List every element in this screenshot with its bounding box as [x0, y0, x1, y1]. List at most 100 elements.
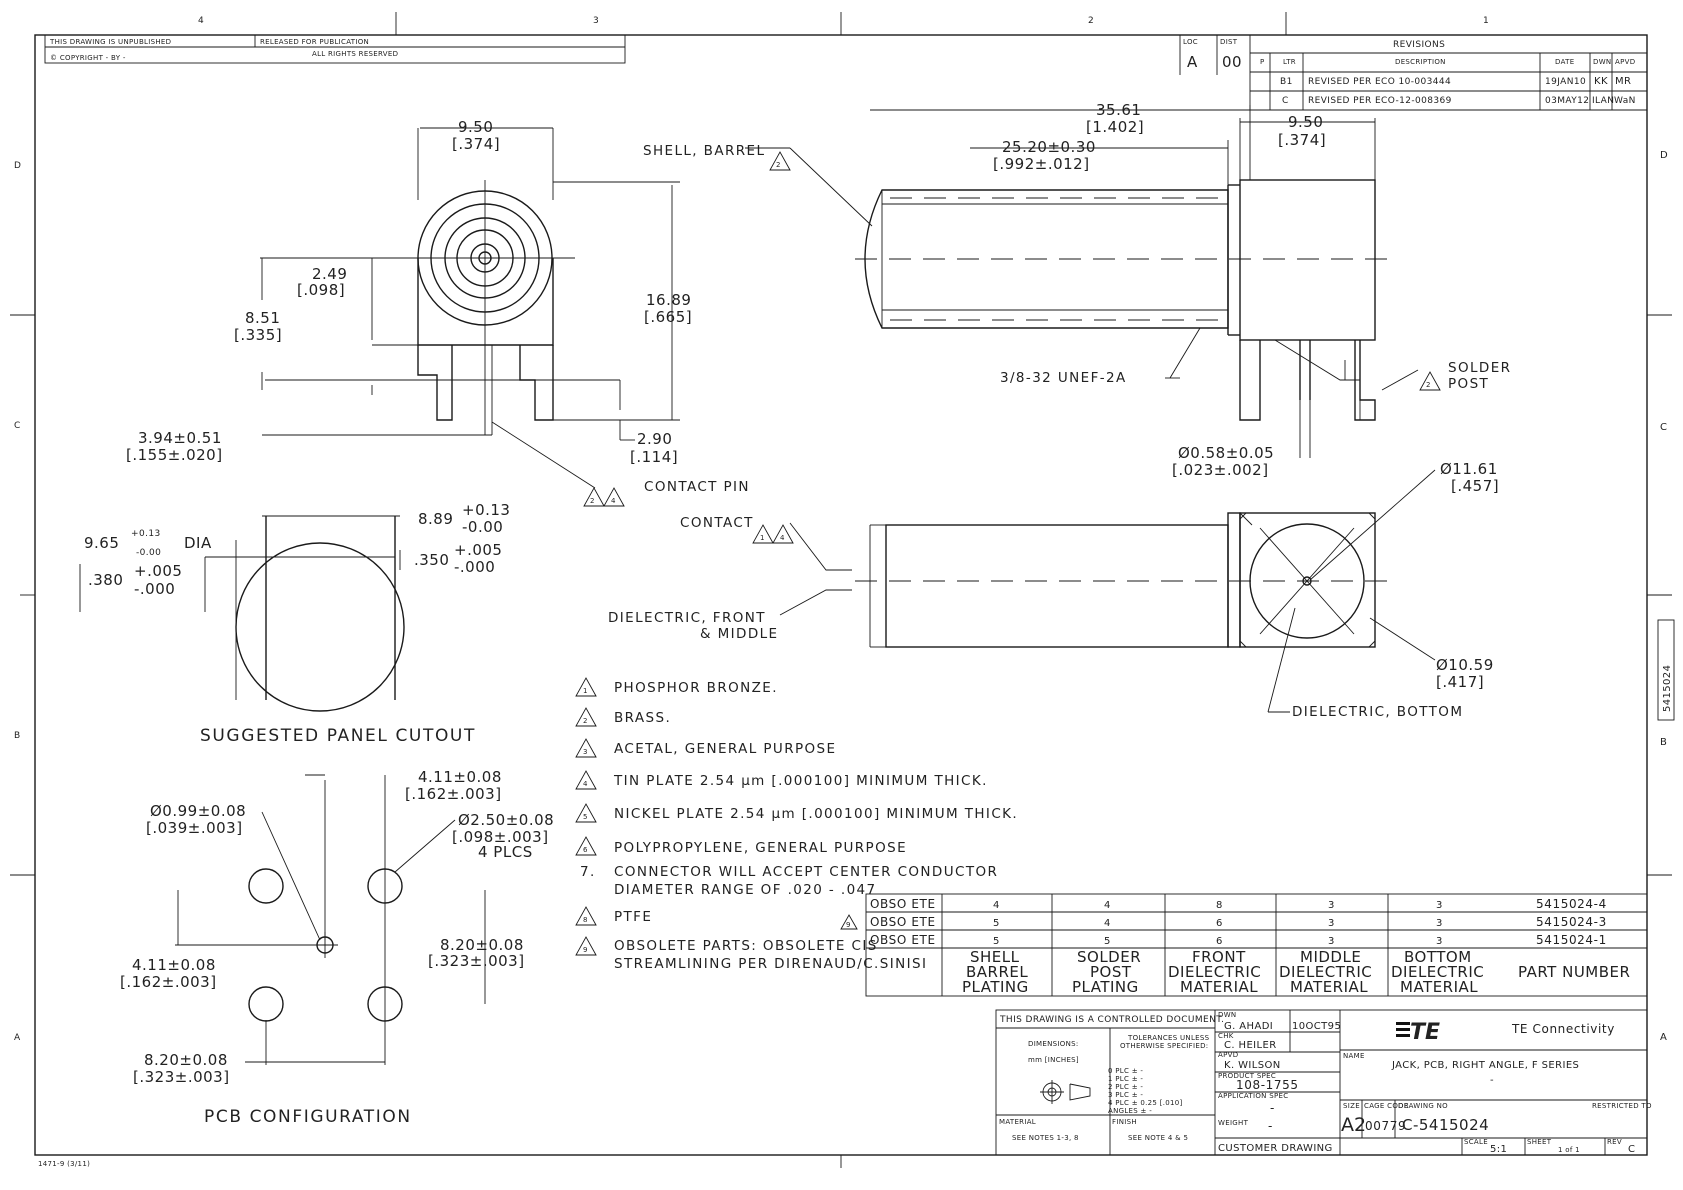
front-width-in: [.374]	[452, 135, 500, 153]
pcb-vspan-in: [.323±.003]	[428, 952, 525, 970]
height-mm: 16.89	[646, 291, 691, 309]
dist-value: 00	[1222, 53, 1242, 71]
loc-value: A	[1187, 53, 1198, 71]
thread-spec: 3/8-32 UNEF-2A	[1000, 370, 1127, 386]
cage-label: CAGE CODE	[1364, 1102, 1409, 1110]
post-dia-mm: Ø0.58±0.05	[1178, 444, 1274, 462]
tol-row-1: 1 PLC ± -	[1108, 1075, 1143, 1083]
panel-dia-label: DIA	[184, 534, 212, 552]
zone-labels: 4 3 2 1 D C B A D C B A 5415024 1471-9 (…	[14, 16, 1673, 1168]
svg-text:4: 4	[583, 780, 588, 788]
overall-length-in: [1.402]	[1086, 118, 1144, 136]
scale-value: 5:1	[1490, 1144, 1507, 1155]
dielectric-front-label-1: DIELECTRIC, FRONT	[608, 610, 766, 626]
inner-dia-mm: Ø10.59	[1436, 656, 1494, 674]
pcb-top-offset-in: [.162±.003]	[405, 785, 502, 803]
panel-dia-in: .380	[88, 571, 123, 589]
rev-row-2-apvd: WaN	[1614, 96, 1636, 106]
rev-row-1-dwn: KK	[1594, 76, 1608, 87]
header-bottom-2: DIELECTRIC	[1391, 963, 1484, 981]
overall-length-mm: 35.61	[1096, 101, 1141, 119]
header-middle-3: MATERIAL	[1290, 978, 1368, 996]
rights-note: ALL RIGHTS RESERVED	[312, 50, 398, 58]
dielectric-front-label-2: & MIDDLE	[700, 626, 779, 642]
row-3-post: 5	[1104, 936, 1111, 947]
post-dia-in: [.023±.002]	[1172, 461, 1269, 479]
pcb-top-offset-mm: 4.11±0.08	[418, 768, 502, 786]
header-front-3: MATERIAL	[1180, 978, 1258, 996]
rev-row-2-date: 03MAY12	[1545, 96, 1589, 106]
pin-length-in: [.155±.020]	[126, 446, 223, 464]
projection-symbol-icon	[1040, 1080, 1091, 1104]
dimensions-label: DIMENSIONS:	[1028, 1040, 1079, 1048]
svg-text:3: 3	[583, 748, 588, 756]
note-3: ACETAL, GENERAL PURPOSE	[614, 741, 836, 757]
te-logo-icon: TE	[1396, 1020, 1440, 1045]
dwg-label: DRAWING NO	[1398, 1102, 1448, 1110]
row-2-part: 5415024-3	[1536, 915, 1607, 929]
note-9-line-2: STREAMLINING PER DIRENAUD/C.SINISI	[614, 956, 927, 972]
finish-label: FINISH	[1112, 1118, 1137, 1126]
contact-label: CONTACT	[680, 515, 754, 531]
svg-text:5: 5	[583, 813, 588, 821]
row-1-status: OBSO ETE	[870, 897, 936, 911]
note-7-line-2: DIAMETER RANGE OF .020 - .047	[614, 882, 877, 898]
note-7: CONNECTOR WILL ACCEPT CENTER CONDUCTOR	[614, 864, 998, 880]
row-3-bottom: 3	[1436, 936, 1443, 947]
dist-label: DIST	[1220, 38, 1238, 46]
inner-dia-in: [.417]	[1436, 673, 1484, 691]
panel-flat-minus: -0.00	[462, 518, 503, 536]
standoff-in: [.114]	[630, 448, 678, 466]
application-spec-label: APPLICATION SPEC	[1218, 1092, 1288, 1100]
row-1-post: 4	[1104, 900, 1111, 911]
apvd-rev-label: APVD	[1615, 58, 1635, 66]
contact-pin-label: CONTACT PIN	[644, 479, 750, 495]
leg-height-mm: 8.51	[245, 309, 280, 327]
pcb-post-hole-mm: Ø2.50±0.08	[458, 811, 554, 829]
pcb-vspan-mm: 8.20±0.08	[440, 936, 524, 954]
header-middle-2: DIELECTRIC	[1279, 963, 1372, 981]
rev-value: C	[1628, 1144, 1635, 1155]
ltr-label: LTR	[1283, 58, 1296, 66]
tol-row-5: ANGLES ± -	[1108, 1107, 1152, 1115]
dimensions-value: mm [INCHES]	[1028, 1056, 1079, 1064]
dwn-rev-label: DWN	[1593, 58, 1611, 66]
svg-text:4: 4	[780, 534, 785, 542]
pcb-pin-hole-mm: Ø0.99±0.08	[150, 802, 246, 820]
note-8: PTFE	[614, 909, 652, 925]
material-value: SEE NOTES 1-3, 8	[1012, 1134, 1079, 1142]
row-1-part: 5415024-4	[1536, 897, 1607, 911]
tol-row-0: 0 PLC ± -	[1108, 1067, 1143, 1075]
svg-text:2: 2	[583, 717, 588, 725]
name-label: NAME	[1343, 1052, 1365, 1060]
flange-width-in: [.374]	[1278, 131, 1326, 149]
panel-flat-mm: 8.89	[418, 510, 453, 528]
panel-dia-in-plus: +.005	[134, 562, 182, 580]
rev-row-1-ltr: B1	[1280, 77, 1293, 87]
row-3-shell: 5	[993, 936, 1000, 947]
header-bottom-3: MATERIAL	[1400, 978, 1478, 996]
customer-drawing: CUSTOMER DRAWING	[1218, 1143, 1333, 1154]
pin-offset-mm: 2.49	[312, 265, 347, 283]
shell-barrel-label: SHELL, BARREL	[643, 143, 765, 159]
desc-label: DESCRIPTION	[1395, 58, 1446, 66]
appvd-label: APVD	[1218, 1051, 1238, 1059]
svg-text:4: 4	[611, 497, 616, 505]
rev-row-2-desc: REVISED PER ECO-12-008369	[1308, 96, 1452, 106]
panel-dia-minus: -0.00	[136, 548, 161, 558]
p-label: P	[1260, 58, 1265, 66]
cage-value: 00779	[1365, 1119, 1406, 1133]
row-2-front: 6	[1216, 918, 1223, 929]
panel-cutout-title: SUGGESTED PANEL CUTOUT	[200, 726, 476, 746]
title-block: THIS DRAWING IS A CONTROLLED DOCUMENT. D…	[995, 1009, 1652, 1156]
outer-dia-in: [.457]	[1451, 477, 1499, 495]
note-5: NICKEL PLATE 2.54 µm [.000100] MINIMUM T…	[614, 806, 1018, 822]
row-2-middle: 3	[1328, 918, 1335, 929]
revisions-title: REVISIONS	[1393, 40, 1445, 50]
pcb-left-offset-mm: 4.11±0.08	[132, 956, 216, 974]
panel-flat-in: .350	[414, 551, 449, 569]
rev-row-2-ltr: C	[1282, 96, 1289, 106]
pcb-configuration: 4.11±0.08 [.162±.003] Ø0.99±0.08 [.039±.…	[120, 768, 554, 1127]
zone-right-b: B	[1660, 737, 1667, 748]
